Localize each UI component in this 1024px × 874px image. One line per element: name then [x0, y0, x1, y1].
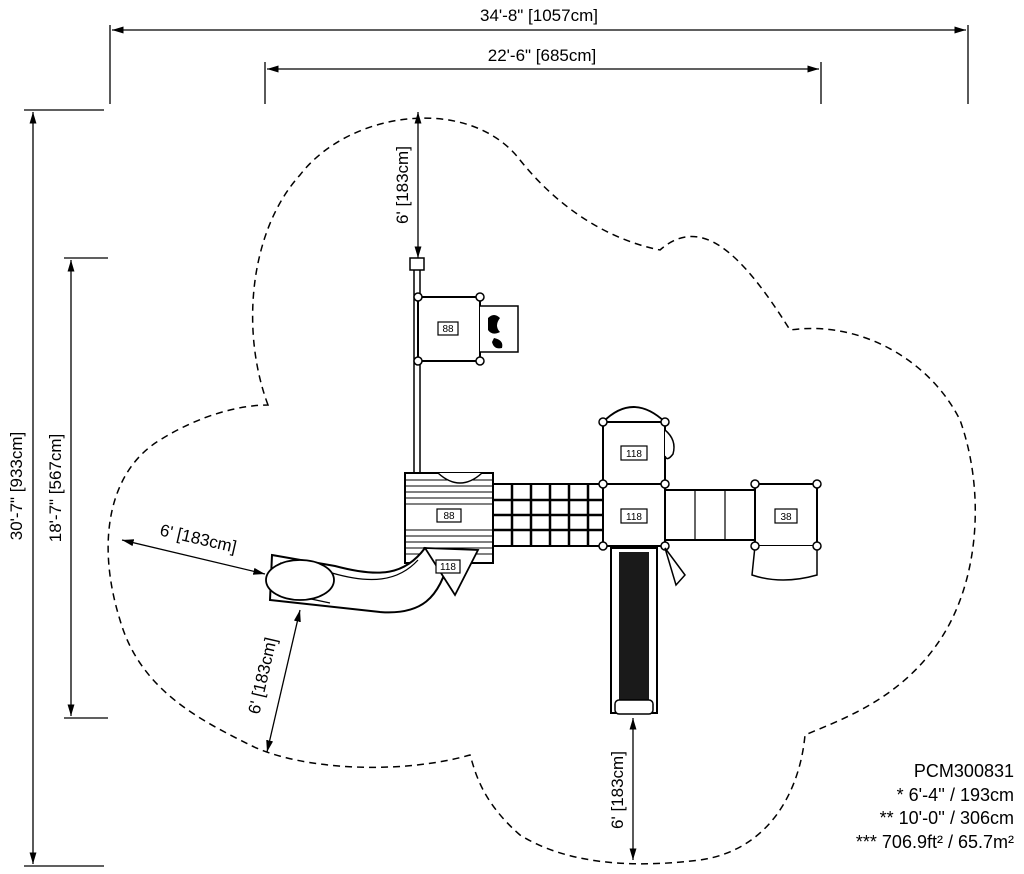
structure-depth-label: 18'-7" [567cm]: [46, 434, 65, 543]
dimension-overall-width: 34'-8" [1057cm]: [109, 6, 969, 104]
top-access-ladder: [409, 257, 425, 475]
area-note: *** 706.9ft² / 65.7m²: [855, 831, 1014, 852]
overall-width-label: 34'-8" [1057cm]: [480, 6, 598, 25]
fall-height-note: * 6'-4'' / 193cm: [896, 784, 1014, 805]
top-deck: 88: [413, 292, 519, 366]
left-tower: 88: [404, 472, 494, 564]
far-right-deck-label: 38: [780, 512, 792, 523]
model-info-block: PCM300831 * 6'-4'' / 193cm ** 10'-0'' / …: [856, 760, 1014, 854]
dimension-clearance-left-lower: 6' [183cm]: [245, 609, 301, 753]
far-right-deck: 38: [750, 479, 822, 581]
clearance-bottom-label: 6' [183cm]: [608, 751, 627, 829]
top-deck-label: 88: [442, 324, 454, 335]
dimension-clearance-top: 6' [183cm]: [393, 112, 422, 258]
curved-slide: 118: [265, 546, 480, 614]
upper-right-tower: 118: [598, 406, 675, 485]
net-bridge: [492, 483, 606, 547]
clearance-left-lower-label: 6' [183cm]: [245, 636, 281, 716]
dimension-overall-depth: 30'-7" [933cm]: [7, 109, 104, 867]
center-deck-label: 118: [626, 512, 642, 523]
center-deck: 118: [598, 479, 670, 551]
straight-slide: [610, 547, 686, 715]
structure-width-label: 22'-6" [685cm]: [488, 46, 597, 65]
clearance-top-label: 6' [183cm]: [393, 146, 412, 224]
dimension-clearance-bottom: 6' [183cm]: [608, 718, 637, 860]
left-deck-label: 88: [443, 511, 455, 522]
overall-depth-label: 30'-7" [933cm]: [7, 432, 26, 541]
max-height-note: ** 10'-0'' / 306cm: [879, 808, 1014, 828]
slide-deck-label: 118: [440, 562, 456, 573]
dimension-structure-depth: 18'-7" [567cm]: [46, 257, 108, 719]
upper-right-deck-label: 118: [626, 449, 642, 460]
dimension-clearance-left: 6' [183cm]: [121, 521, 266, 575]
right-walkway: [664, 489, 756, 541]
dimension-structure-width: 22'-6" [685cm]: [264, 46, 822, 104]
model-number: PCM300831: [913, 761, 1014, 781]
use-zone-outline: [107, 117, 976, 865]
